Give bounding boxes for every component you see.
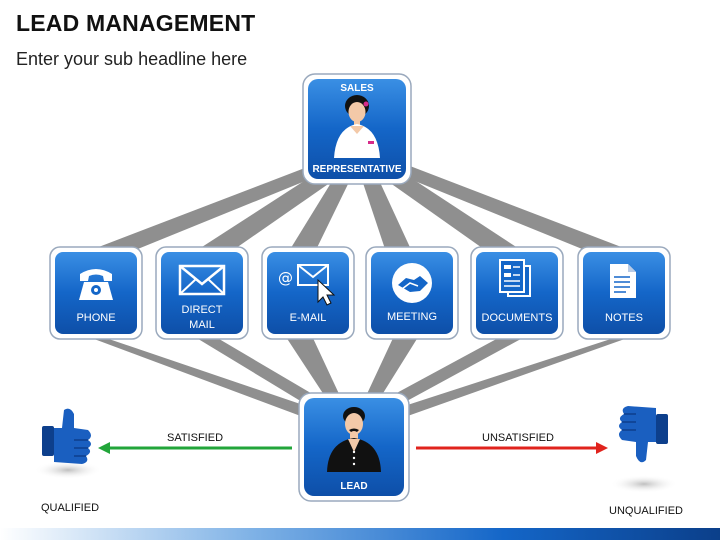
envelope-icon: [178, 264, 226, 296]
connector-notes-lead: [392, 330, 650, 418]
qualified-label: QUALIFIED: [40, 502, 100, 514]
sales-representative-box: [302, 73, 412, 185]
lead-label: LEAD: [340, 481, 368, 492]
sales-to-channel-connectors: [70, 166, 650, 266]
channel-box-notes: [577, 246, 671, 340]
page-title: LEAD MANAGEMENT: [16, 10, 256, 36]
connector-meeting-lead: [366, 334, 420, 398]
documents-icon: [499, 259, 531, 297]
channel-box-email: @: [261, 246, 355, 340]
channel-label-documents: DOCUMENTS: [481, 312, 553, 324]
thumbs-up-icon: [34, 408, 102, 479]
sales-label-top: SALES: [340, 83, 374, 94]
sales-label-bottom: REPRESENTATIVE: [312, 164, 402, 175]
email-cursor-icon: @: [278, 264, 336, 306]
channel-label-phone: PHONE: [76, 312, 116, 324]
channel-label-email: E-MAIL: [289, 312, 327, 324]
connector-sales-documents: [386, 172, 530, 262]
page-subtitle: Enter your sub headline here: [16, 49, 248, 69]
man-icon: [327, 407, 381, 472]
unsatisfied-label: UNSATISFIED: [482, 432, 554, 444]
connector-email-lead: [284, 334, 340, 398]
channel-label-notes: NOTES: [605, 312, 643, 324]
unsatisfied-arrow: [416, 442, 608, 454]
phone-icon: [79, 269, 113, 300]
channel-box-phone: [49, 246, 143, 340]
unqualified-label: UNQUALIFIED: [609, 505, 683, 517]
satisfied-arrow: [98, 442, 292, 454]
connector-sales-direct-mail: [188, 172, 334, 262]
connector-documents-lead: [380, 334, 530, 408]
footer-band: [0, 528, 720, 540]
channel-label-meeting: MEETING: [386, 311, 438, 323]
connector-sales-phone: [70, 166, 320, 266]
lead-box: [298, 392, 410, 502]
channel-to-lead-connectors: [70, 330, 650, 418]
handshake-icon: [392, 263, 432, 303]
businesswoman-icon: [334, 95, 380, 158]
channel-box-direct-mail: [155, 246, 249, 340]
svg-text:@: @: [278, 269, 293, 287]
channel-box-meeting: [365, 246, 459, 340]
connector-sales-email: [286, 178, 350, 258]
connector-phone-lead: [70, 330, 318, 418]
notes-icon: [610, 264, 636, 298]
connector-sales-meeting: [362, 178, 414, 258]
satisfied-label: SATISFIED: [166, 432, 224, 444]
channel-label-direct-mail: DIRECT MAIL: [181, 304, 223, 331]
channel-box-documents: [470, 246, 564, 340]
thumbs-down-icon: [610, 406, 678, 493]
connector-sales-notes: [400, 166, 650, 266]
connector-direct-mail-lead: [190, 334, 326, 408]
